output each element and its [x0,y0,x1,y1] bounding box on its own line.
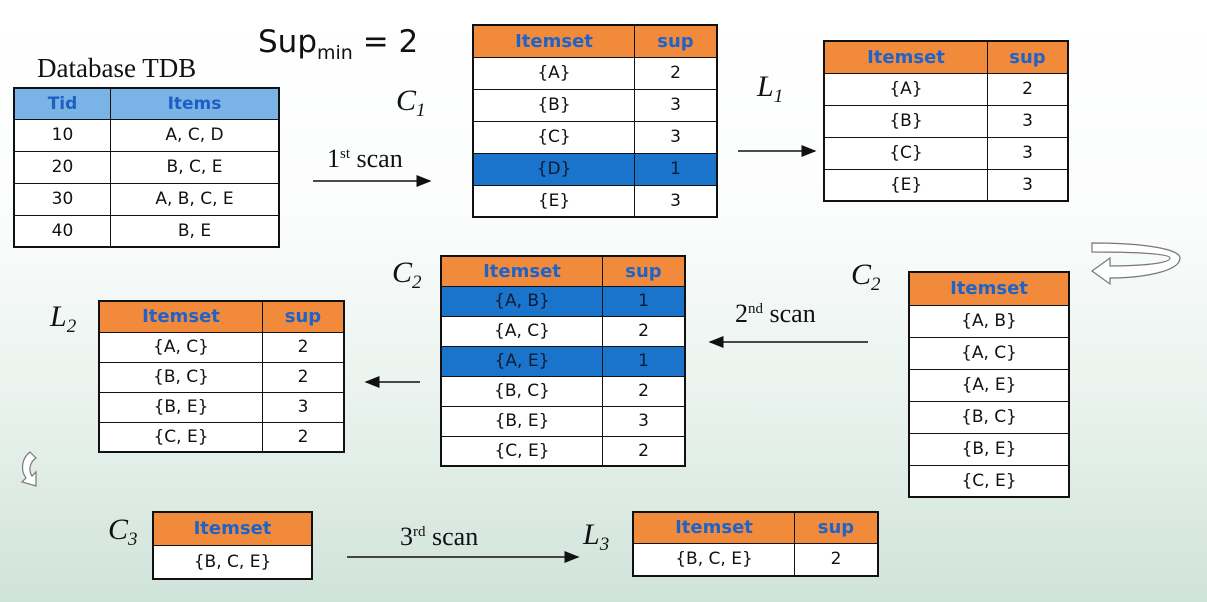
items-cell: A, C, D [110,118,280,152]
database-table: Tid Items 10 A, C, D 20 B, C, E 30 A, B,… [13,87,280,248]
table-row: {E}3 [472,184,718,218]
c2-counted-table: Itemset sup {A, B}1 {A, C}2 {A, E}1 {B, … [440,255,686,467]
table-row: {C, E}2 [98,421,345,453]
second-scan-label: 2nd scan [735,299,816,328]
table-row: {B, E} [908,432,1070,466]
table-row: {C}3 [823,136,1069,170]
table-row: {A, B} [908,304,1070,338]
table-row: {A, E} [908,368,1070,402]
support-min-label: Supmin = 2 [258,24,419,64]
table-row: {A, C}2 [440,315,686,347]
l3-table: Itemset sup {B, C, E}2 [632,511,879,577]
third-scan-label: 3rd scan [400,522,479,551]
table-row: {B, C}2 [440,375,686,407]
l2-label: L2 [50,300,77,337]
table-row: {B, C, E}2 [632,542,879,577]
sup-header: sup [794,511,879,544]
sup-header: sup [262,300,345,333]
l1-table: Itemset sup {A}2 {B}3 {C}3 {E}3 [823,40,1069,202]
itemset-header: Itemset [632,511,795,544]
sup-header: sup [634,24,718,58]
table-row: {C, E}2 [440,435,686,467]
table-row: {B}3 [472,88,718,122]
tid-cell: 30 [13,182,111,216]
c2-candidate-table: Itemset {A, B} {A, C} {A, E} {B, C} {B, … [908,271,1070,498]
table-row: {A}2 [472,56,718,90]
table-row: {B}3 [823,104,1069,138]
table-row: 20 B, C, E [13,150,280,184]
curved-arrow-small-icon [20,451,37,487]
itemset-header: Itemset [472,24,635,58]
tid-cell: 10 [13,118,111,152]
items-cell: A, B, C, E [110,182,280,216]
tid-header: Tid [13,87,111,120]
c3-label: C3 [108,513,138,550]
sup-header: sup [602,255,686,287]
items-header: Items [110,87,280,120]
items-cell: B, E [110,214,280,248]
l3-label: L3 [583,518,610,555]
table-row: 10 A, C, D [13,118,280,152]
table-row: {E}3 [823,168,1069,202]
table-row: {A}2 [823,72,1069,106]
tid-cell: 40 [13,214,111,248]
itemset-header: Itemset [98,300,263,333]
c1-table: Itemset sup {A}2 {B}3 {C}3 {D}1 {E}3 [472,24,718,218]
table-row-highlighted: {D}1 [472,152,718,186]
table-row-highlighted: {A, E}1 [440,345,686,377]
database-title: Database TDB [37,53,197,83]
l2-table: Itemset sup {A, C}2 {B, C}2 {B, E}3 {C, … [98,300,345,453]
items-cell: B, C, E [110,150,280,184]
l1-label: L1 [757,70,784,107]
c3-table: Itemset {B, C, E} [152,511,313,580]
sup-header: sup [987,40,1069,74]
table-row: {C, E} [908,464,1070,498]
table-row: {B, C, E} [152,544,313,580]
table-row-highlighted: {A, B}1 [440,285,686,317]
c1-label: C1 [396,84,426,121]
itemset-header: Itemset [908,271,1070,306]
first-scan-label: 1st scan [327,144,403,173]
c2-candidate-label: C2 [851,258,881,295]
table-row: 40 B, E [13,214,280,248]
table-row: 30 A, B, C, E [13,182,280,216]
curved-arrow-icon [1090,242,1181,286]
c2-counted-label: C2 [392,256,422,293]
itemset-header: Itemset [823,40,988,74]
